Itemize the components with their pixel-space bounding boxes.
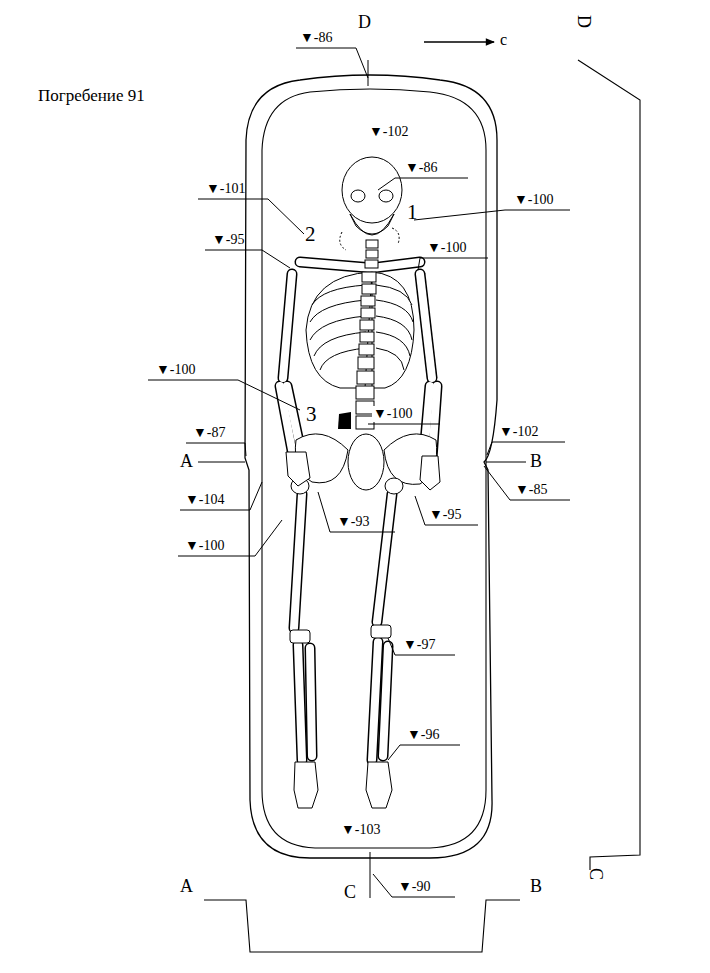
find-number: 2 [305, 222, 316, 246]
elevation-mark: ▼-100 [184, 538, 226, 554]
section-letter: D [573, 15, 594, 28]
section-letter: B [530, 876, 542, 897]
elevation-mark: ▼-102 [368, 124, 410, 140]
elevation-mark: ▼-100 [514, 192, 554, 208]
north-label: с [500, 31, 507, 49]
elevation-mark: ▼-97 [403, 637, 436, 653]
elevation-mark: ▼-96 [407, 727, 440, 743]
find-number: 1 [407, 200, 418, 224]
elevation-mark: ▼-86 [300, 30, 333, 46]
section-letter: C [344, 882, 356, 903]
elevation-mark: ▼-90 [398, 879, 431, 895]
elevation-mark: ▼-100 [372, 406, 414, 422]
section-letter: C [585, 868, 606, 880]
section-letter: A [180, 451, 193, 472]
section-letter: B [530, 451, 542, 472]
elevation-mark: ▼-101 [206, 181, 246, 197]
elevation-mark: ▼-100 [427, 240, 467, 256]
section-letter: A [180, 876, 193, 897]
find-number: 3 [306, 402, 317, 426]
elevation-mark: ▼-103 [340, 822, 382, 838]
elevation-mark: ▼-95 [212, 232, 245, 248]
elevation-mark: ▼-100 [156, 362, 196, 378]
elevation-mark: ▼-104 [184, 492, 226, 508]
burial-title: Погребение 91 [38, 86, 145, 106]
elevation-mark: ▼-85 [515, 482, 548, 498]
elevation-mark: ▼-87 [193, 425, 226, 441]
section-letter: D [358, 12, 371, 33]
elevation-mark: ▼-102 [499, 424, 539, 440]
elevation-mark: ▼-93 [336, 514, 371, 530]
elevation-mark: ▼-86 [405, 160, 438, 176]
elevation-mark: ▼-95 [428, 507, 463, 523]
